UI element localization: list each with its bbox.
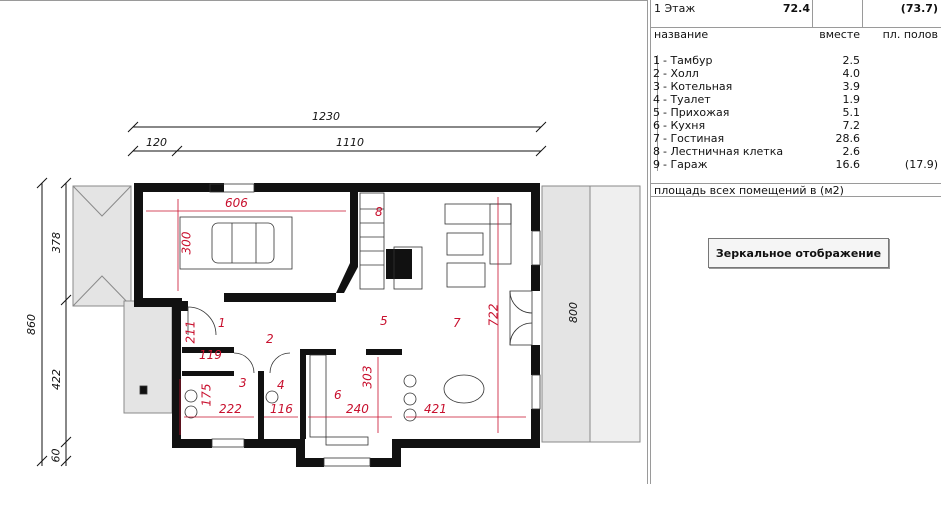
room-number-5: 5 <box>380 314 388 328</box>
room-num: 6 <box>653 119 660 132</box>
room-area: 2.6 <box>842 145 861 158</box>
room-name: - Прихожая <box>663 106 730 119</box>
table-row: 6 - Кухня 7.2 <box>651 119 941 133</box>
floor-plan-panel: 1230 120 1110 860 378 422 60 800 1 2 3 4… <box>0 0 648 484</box>
total-area-footer: площадь всех помещений в (м2) <box>651 184 941 198</box>
floor-total-floor-area: (73.7) <box>900 2 938 15</box>
room-num: 5 <box>653 106 660 119</box>
room-area: 4.0 <box>842 67 861 80</box>
dim-boiler-top: 119 <box>199 348 222 362</box>
room-area: 2.5 <box>842 54 861 67</box>
room-name: - Кухня <box>663 119 706 132</box>
room-name: - Гараж <box>663 158 708 171</box>
floor-label: 1 Этаж <box>654 2 696 15</box>
floor-total-area: 72.4 <box>782 2 810 15</box>
dim-vestibule-height: 211 <box>183 320 198 344</box>
room-num: 2 <box>653 67 660 80</box>
doors-and-fixtures <box>139 183 541 467</box>
bottom-blank-area <box>0 484 941 525</box>
room-number-8: 8 <box>375 205 383 219</box>
room-name: - Котельная <box>663 80 733 93</box>
room-area: 16.6 <box>835 158 861 171</box>
room-number-7: 7 <box>453 316 461 330</box>
divider <box>651 196 941 197</box>
dim-kitchen-width: 240 <box>346 402 369 416</box>
column-floor-area: пл. полов <box>882 28 938 41</box>
room-number-1: 1 <box>218 316 226 330</box>
room-dimension-lines <box>146 197 526 435</box>
divider <box>812 0 813 27</box>
top-dimension-lines <box>127 121 547 157</box>
footer-label: площадь всех помещений в (м2) <box>654 184 844 197</box>
room-number-6: 6 <box>334 388 342 402</box>
floor-plan-drawing <box>36 121 641 467</box>
floor-header-row: 1 Этаж 72.4 (73.7) <box>651 2 941 16</box>
room-num: 8 <box>653 145 660 158</box>
divider <box>651 27 941 28</box>
room-name: - Тамбур <box>663 54 713 67</box>
dim-boiler-width: 222 <box>219 402 242 416</box>
room-number-2: 2 <box>266 332 274 346</box>
table-row: 5 - Прихожая 5.1 <box>651 106 941 120</box>
column-header-row: название вместе пл. полов <box>651 28 941 42</box>
divider <box>862 0 863 27</box>
room-area: 1.9 <box>842 93 861 106</box>
dim-living-width: 421 <box>424 402 447 416</box>
room-num: 3 <box>653 80 660 93</box>
dim-top-height: 378 <box>50 232 63 253</box>
left-dimension-lines <box>36 177 72 467</box>
dim-boiler-height: 175 <box>199 383 214 407</box>
mirror-view-button[interactable]: Зеркальное отображение <box>708 238 889 268</box>
divider <box>657 55 658 171</box>
dim-bottom-height: 60 <box>49 448 63 463</box>
dim-garage-width: 606 <box>225 196 248 210</box>
room-number-3: 3 <box>239 376 247 390</box>
dim-main-width: 1110 <box>336 136 364 149</box>
room-num: 7 <box>653 132 660 145</box>
room-num: 1 <box>653 54 660 67</box>
divider <box>651 183 941 184</box>
dim-wc-width: 116 <box>270 402 293 416</box>
table-row: 9 - Гараж 16.6 (17.9) <box>651 158 941 172</box>
room-num: 9 <box>653 158 660 171</box>
dim-kitchen-height: 303 <box>360 365 375 389</box>
dim-garage-height: 300 <box>179 231 194 255</box>
room-area: 3.9 <box>842 80 861 93</box>
terraces <box>72 185 641 443</box>
dim-overall-width: 1230 <box>312 110 340 123</box>
room-name: - Туалет <box>663 93 711 106</box>
room-area: 5.1 <box>842 106 861 119</box>
table-row: 7 - Гостиная 28.6 <box>651 132 941 146</box>
room-name: - Лестничная клетка <box>663 145 784 158</box>
table-row: 8 - Лестничная клетка 2.6 <box>651 145 941 159</box>
dim-living-height: 722 <box>486 303 501 327</box>
table-row: 2 - Холл 4.0 <box>651 67 941 81</box>
walls <box>134 183 540 467</box>
room-area: 7.2 <box>842 119 861 132</box>
column-together: вместе <box>819 28 860 41</box>
column-name: название <box>654 28 709 41</box>
table-row: 3 - Котельная 3.9 <box>651 80 941 94</box>
room-area: 28.6 <box>835 132 861 145</box>
table-row: 1 - Тамбур 2.5 <box>651 54 941 68</box>
room-number-4: 4 <box>277 378 285 392</box>
dim-total-height: 860 <box>25 314 38 335</box>
table-row: 4 - Туалет 1.9 <box>651 93 941 107</box>
dim-right-height: 800 <box>567 302 580 323</box>
room-name: - Гостиная <box>663 132 725 145</box>
room-num: 4 <box>653 93 660 106</box>
dim-left-offset: 120 <box>146 136 167 149</box>
room-name: - Холл <box>663 67 699 80</box>
dim-middle-height: 422 <box>50 369 63 390</box>
room-area-panel: 1 Этаж 72.4 (73.7) название вместе пл. п… <box>650 0 941 484</box>
room-floor-area: (17.9) <box>904 158 938 171</box>
